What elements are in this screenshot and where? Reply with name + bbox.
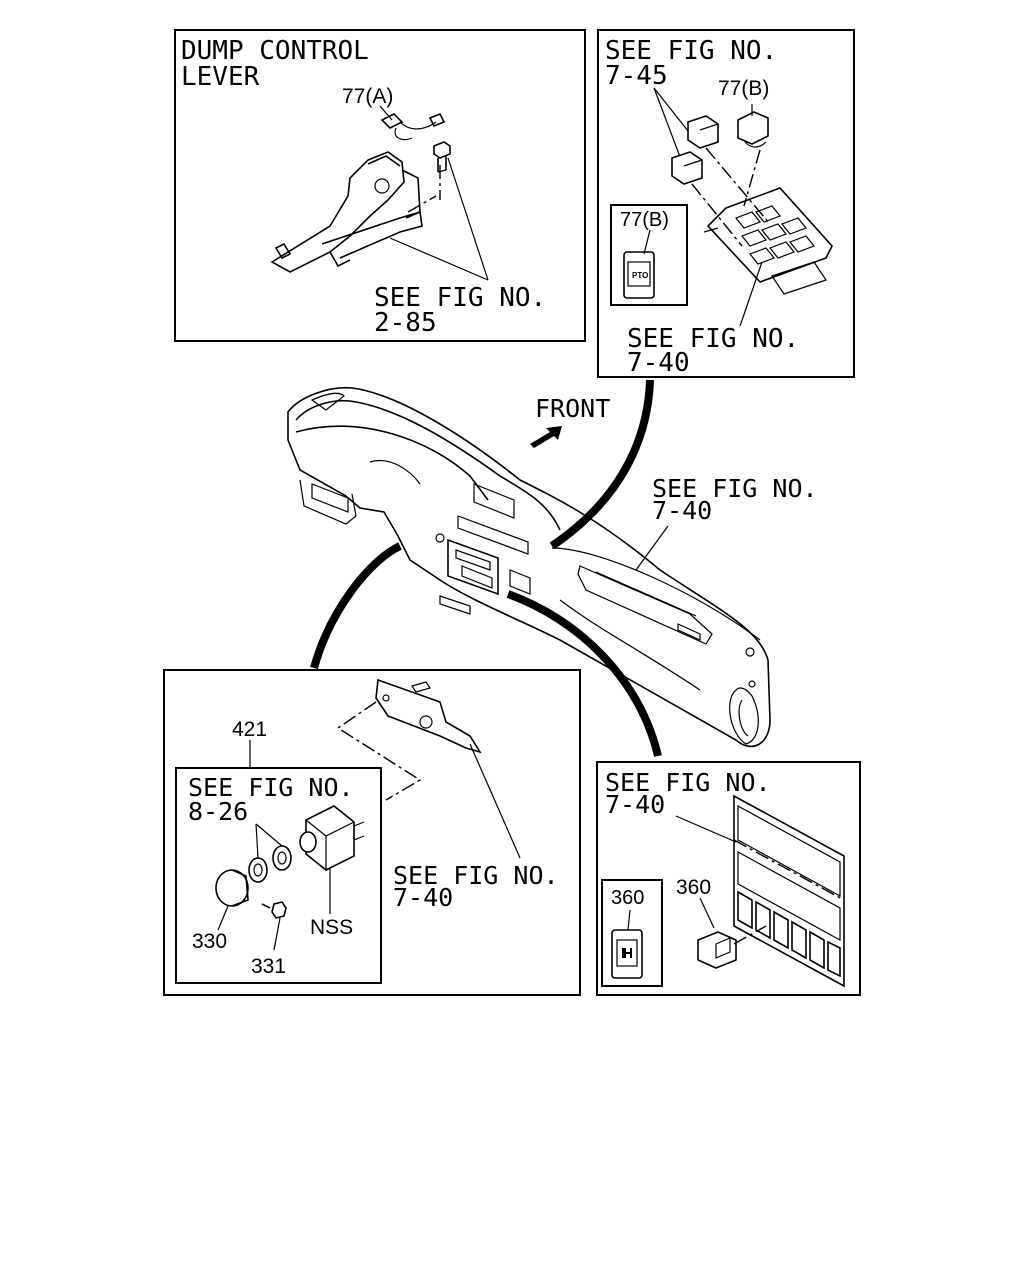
callout-curve-bottom-left bbox=[310, 542, 402, 670]
dashboard-ref-line1: SEE FIG NO. bbox=[652, 474, 818, 503]
bracket-illustration bbox=[375, 678, 482, 754]
pto-ref-top-line1: SEE FIG NO. bbox=[605, 36, 777, 66]
part-label-77a: 77(A) bbox=[342, 85, 393, 108]
switch-360-panel: SEE FIG NO. 7-40 360 360 bbox=[596, 761, 861, 996]
part-label-331: 331 bbox=[251, 955, 286, 978]
blower-switch-illustration bbox=[299, 805, 365, 871]
harness-connector-illustration bbox=[379, 105, 446, 141]
heater-ref-line1: SEE FIG NO. bbox=[393, 861, 559, 890]
center-panel-grid-illustration bbox=[733, 794, 845, 988]
pto-ref-bottom-line1: SEE FIG NO. bbox=[627, 324, 799, 354]
washer-illustration bbox=[248, 845, 292, 883]
switch-blank-upper-illustration bbox=[687, 115, 719, 149]
switch360-ref-line1: SEE FIG NO. bbox=[605, 768, 771, 797]
heater-inner-ref-line2: 8-26 bbox=[188, 797, 248, 826]
inset-part-label-360: 360 bbox=[611, 887, 644, 909]
inset-part-label-77b: 77(B) bbox=[620, 209, 669, 231]
dump-lever-title-line2: LEVER bbox=[181, 62, 260, 92]
dump-lever-ref-line2: 2-85 bbox=[374, 308, 437, 338]
part-label-77b: 77(B) bbox=[718, 77, 769, 100]
switch-77b-illustration bbox=[737, 111, 769, 148]
switch360-ref-line2: 7-40 bbox=[605, 790, 665, 819]
dump-lever-title-line1: DUMP CONTROL bbox=[181, 36, 369, 66]
switch-panel-grid-illustration bbox=[703, 187, 833, 295]
pto-switch-panel: SEE FIG NO. 7-45 77(B) bbox=[597, 29, 855, 378]
dump-control-lever-panel: DUMP CONTROL LEVER 77(A) bbox=[174, 29, 586, 342]
screw-331-illustration bbox=[261, 901, 287, 919]
pto-ref-top-line2: 7-45 bbox=[605, 61, 668, 91]
heater-ref-line2: 7-40 bbox=[393, 883, 453, 912]
switch360-inset-box: 360 bbox=[601, 879, 663, 987]
part-label-nss: NSS bbox=[310, 916, 353, 939]
pto-inset-box: 77(B) PTO bbox=[610, 204, 688, 306]
dump-lever-ref-line1: SEE FIG NO. bbox=[374, 283, 546, 313]
switch-symbol-icon bbox=[622, 948, 632, 958]
dashboard-assembly: FRONT SEE FIG NO. 7-40 bbox=[287, 379, 818, 757]
pto-ref-bottom-line2: 7-40 bbox=[627, 348, 690, 378]
dashboard-ref-line2: 7-40 bbox=[652, 496, 712, 525]
heater-control-panel: 421 SEE FIG NO. 8-26 NSS bbox=[163, 669, 581, 996]
part-label-360: 360 bbox=[676, 876, 711, 899]
knob-330-illustration bbox=[215, 869, 249, 907]
part-label-421: 421 bbox=[232, 718, 267, 741]
front-arrow-icon bbox=[530, 426, 562, 448]
dashboard-illustration bbox=[287, 386, 771, 748]
bolt-illustration bbox=[433, 141, 451, 173]
part-label-330: 330 bbox=[192, 930, 227, 953]
switch-blank-lower-illustration bbox=[671, 151, 703, 185]
pto-switch-face-text: PTO bbox=[632, 271, 648, 280]
callout-curve-bottom-right bbox=[506, 590, 662, 757]
front-direction-label: FRONT bbox=[535, 394, 610, 423]
switch-360-illustration bbox=[697, 931, 737, 969]
heater-inner-ref-line1: SEE FIG NO. bbox=[188, 773, 354, 802]
callout-curve-top-right bbox=[549, 379, 654, 550]
dump-lever-illustration bbox=[270, 151, 441, 273]
